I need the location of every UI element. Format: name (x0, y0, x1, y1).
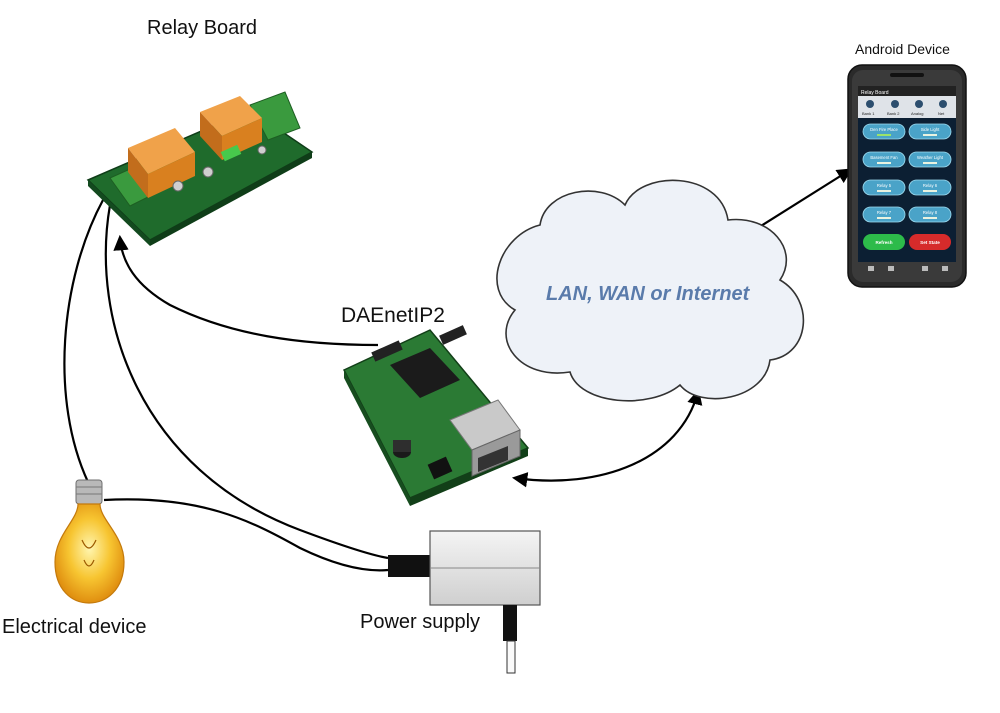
power-supply-label: Power supply (360, 611, 480, 633)
app-tab[interactable]: Bank 2 (887, 100, 900, 116)
daenetip2-board: DAEnetIP2 (341, 304, 530, 506)
network-cloud: LAN, WAN or Internet (496, 179, 805, 402)
svg-text:Relay 8: Relay 8 (923, 210, 938, 215)
svg-text:Side Light: Side Light (921, 127, 940, 132)
phone-nav-key-icon (942, 266, 948, 271)
ethernet-jack (449, 399, 521, 477)
power-supply-cord-plug (388, 555, 432, 577)
wire-relay-to-power-supply (104, 204, 389, 560)
bulb-base (75, 479, 103, 505)
svg-text:Bank 2: Bank 2 (887, 111, 900, 116)
phone-nav-key-icon (868, 266, 874, 271)
app-relay-button[interactable]: Relay 8 (908, 206, 952, 223)
app-relay-button[interactable]: Den Fire Place (862, 123, 906, 140)
app-set-state-button[interactable]: Set State (909, 234, 951, 250)
svg-text:Basement Fan: Basement Fan (870, 155, 898, 160)
svg-text:Relay 7: Relay 7 (877, 210, 892, 215)
app-relay-button[interactable]: Weather Light (908, 151, 952, 168)
power-supply-prong (506, 640, 516, 674)
relay-board-label: Relay Board (147, 17, 257, 39)
cloud-shape (496, 179, 805, 402)
relay-component (128, 128, 195, 198)
android-phone: Relay Board Bank 1 Bank 2 Analog Net Den… (847, 41, 967, 288)
svg-text:Relay 6: Relay 6 (923, 183, 938, 188)
phone-nav-key-icon (922, 266, 928, 271)
svg-text:Weather Light: Weather Light (917, 155, 944, 160)
phone-nav-key-icon (888, 266, 894, 271)
phone-speaker (890, 73, 924, 77)
svg-text:Den Fire Place: Den Fire Place (870, 127, 898, 132)
svg-text:Net: Net (938, 111, 945, 116)
app-refresh-button[interactable]: Refresh (863, 234, 905, 250)
electrical-device-label: Electrical device (2, 616, 147, 638)
app-tab[interactable]: Bank 1 (862, 100, 875, 116)
app-relay-button[interactable]: Relay 7 (862, 206, 906, 223)
app-tab[interactable]: Analog (911, 100, 923, 116)
svg-text:Refresh: Refresh (875, 240, 892, 245)
app-relay-button[interactable]: Relay 5 (862, 179, 906, 196)
svg-text:Bank 1: Bank 1 (862, 111, 875, 116)
android-device-label: Android Device (855, 41, 950, 57)
arrow-daenet-to-relay (113, 234, 379, 347)
wire-relay-to-bulb (63, 199, 104, 483)
cloud-label: LAN, WAN or Internet (546, 283, 751, 305)
arrow-daenet-to-cloud (511, 389, 703, 488)
svg-text:Analog: Analog (911, 111, 923, 116)
power-supply: Power supply (360, 530, 541, 674)
svg-text:Set State: Set State (920, 240, 940, 245)
app-relay-button[interactable]: Basement Fan (862, 151, 906, 168)
daenetip2-chip (390, 348, 460, 398)
daenetip2-label: DAEnetIP2 (341, 304, 445, 327)
light-bulb: Electrical device (2, 479, 147, 638)
app-relay-button[interactable]: Relay 6 (908, 179, 952, 196)
bulb-glass (54, 503, 125, 604)
svg-text:Relay 5: Relay 5 (877, 183, 892, 188)
bulb-filament (81, 539, 97, 567)
relay-board: Relay Board (86, 17, 314, 246)
wire-bulb-to-power-supply (103, 498, 389, 572)
app-relay-button[interactable]: Side Light (908, 123, 952, 140)
app-title: Relay Board (861, 90, 889, 96)
power-supply-prong (503, 605, 517, 641)
app-title-bar (858, 86, 956, 96)
app-tab[interactable]: Net (938, 100, 947, 116)
